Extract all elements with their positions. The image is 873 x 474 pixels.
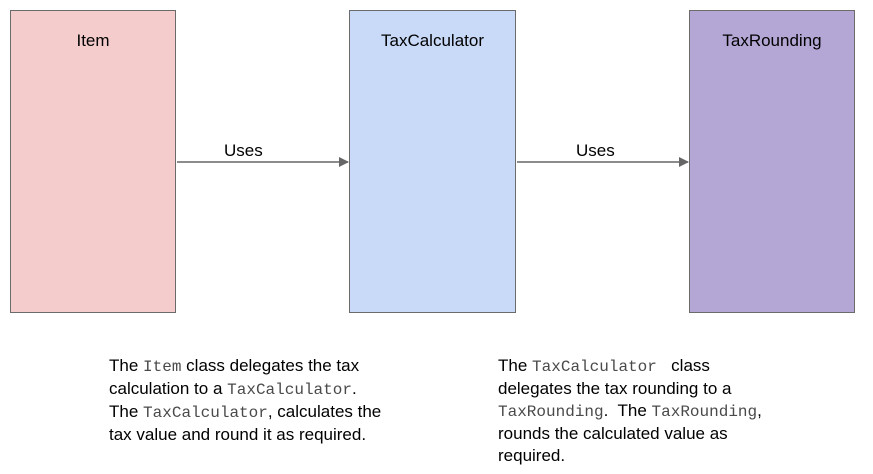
item-class-box: Item [10,10,176,313]
tax-calculator-description-note: The TaxCalculator class delegates the ta… [498,355,762,467]
uses-label-2: Uses [576,141,615,160]
tax-calculator-class-title: TaxCalculator [381,31,484,50]
tax-rounding-class-box: TaxRounding [689,10,855,313]
tax-calculator-class-box: TaxCalculator [349,10,516,313]
note-text: delegates the tax rounding to a [498,379,732,398]
note-text: . [351,379,357,398]
note-text: The [109,402,144,421]
item-class-title: Item [76,31,110,50]
code-taxrounding: TaxRounding [498,403,604,421]
note-text: calculation to a [109,379,228,398]
uses-label-1: Uses [224,141,263,160]
note-text: required. [498,446,566,465]
note-text: . The [603,401,652,420]
note-text: class delegates the tax [181,356,360,375]
code-taxcalculator: TaxCalculator [227,381,352,399]
note-text: tax value and round it as required. [109,425,367,444]
code-taxcalculator: TaxCalculator [532,358,667,376]
note-text: The [498,356,533,375]
note-text: class [666,356,710,375]
note-text: The [109,356,144,375]
note-text: , [757,401,762,420]
item-description-note: The Item class delegates the tax calcula… [109,355,381,446]
code-taxrounding: TaxRounding [651,403,758,421]
code-item: Item [143,358,182,376]
note-text: rounds the calculated value as [498,424,728,443]
tax-rounding-class-title: TaxRounding [722,31,822,50]
note-text: , calculates the [267,402,382,421]
code-taxcalculator: TaxCalculator [143,404,268,422]
